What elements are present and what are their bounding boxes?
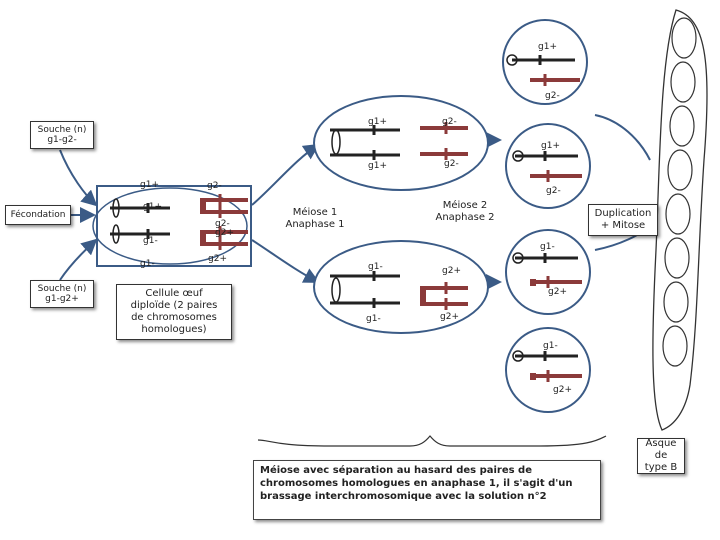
zygote-label-g2m: g2- — [207, 181, 222, 191]
arrow-top-strain — [59, 149, 98, 207]
cell-meiose1-top — [313, 95, 489, 191]
meiose2-line2: Anaphase 2 — [435, 212, 495, 223]
meiose2-label: Méiose 2 Anaphase 2 — [420, 200, 510, 224]
strain-bottom-line1: Souche (n) — [37, 284, 87, 294]
zygote-caption-4: homologues) — [141, 324, 207, 335]
conclusion-box: Méiose avec séparation au hasard des pai… — [253, 460, 601, 520]
fecondation-label: Fécondation — [10, 210, 66, 220]
asque-box: Asque de type B — [637, 438, 685, 474]
zygote-caption-box: Cellule œuf diploïde (2 paires de chromo… — [116, 284, 232, 340]
cell-top-label-g1p-a: g1+ — [368, 117, 387, 127]
zygote-label-g2p: g2+ — [215, 228, 234, 238]
spore-cells — [502, 19, 591, 413]
fecondation-box: Fécondation — [5, 205, 71, 225]
spore-4-g1: g1- — [543, 341, 558, 351]
meiose2-line1: Méiose 2 — [442, 200, 488, 211]
zygote-label-g1p: g1+ — [140, 180, 159, 190]
zygote-label-g1m: g1- — [143, 236, 158, 246]
strain-top-line2: g1-g2- — [47, 135, 77, 145]
arrow-meiose1-bottom — [251, 239, 320, 283]
zygote-label-g1p-b: g1+ — [143, 202, 162, 212]
cell-bottom-label-g2p-a: g2+ — [442, 266, 461, 276]
cell-bottom-label-g1m-a: g1- — [368, 262, 383, 272]
spore-1-g1: g1+ — [538, 42, 557, 52]
zygote-nucleus — [92, 187, 248, 265]
asque-spores — [662, 17, 697, 367]
spore-2-g2: g2- — [546, 186, 561, 196]
asque-outline — [652, 9, 708, 431]
arrow-dup-a — [594, 114, 651, 161]
zygote-caption-3: de chromosomes — [131, 312, 217, 323]
strain-top-box: Souche (n) g1-g2- — [30, 121, 94, 149]
zygote-caption-2: diploïde (2 paires — [130, 300, 218, 311]
cell-top-label-g2m-b: g2- — [444, 159, 459, 169]
spore-3-g2: g2+ — [548, 287, 567, 297]
zygote-chromosomes — [110, 194, 248, 250]
spore-3-g1: g1- — [540, 242, 555, 252]
strain-bottom-line2: g1-g2+ — [45, 294, 79, 304]
spore-4-g2: g2+ — [553, 385, 572, 395]
duplication-line1: Duplication — [594, 208, 652, 219]
meiose1-label: Méiose 1 Anaphase 1 — [270, 207, 360, 231]
arrow-meiose1-top — [251, 143, 320, 206]
duplication-line2: + Mitose — [600, 220, 646, 231]
asque-line1: Asque de — [645, 438, 677, 461]
cell-bottom-label-g2p-b: g2+ — [440, 312, 459, 322]
spore-1-g2: g2- — [545, 91, 560, 101]
zygote-label-g2m-b: g2- — [215, 219, 230, 229]
bracket — [257, 435, 607, 447]
cell-top-label-g1p-b: g1+ — [368, 161, 387, 171]
cell-top-label-g2m-a: g2- — [442, 117, 457, 127]
meiose1-line1: Méiose 1 — [292, 207, 338, 218]
spore-2-g1: g1+ — [541, 141, 560, 151]
strain-top-line1: Souche (n) — [37, 125, 87, 135]
zygote-caption-1: Cellule œuf — [145, 288, 203, 299]
cell-bottom-label-g1m-b: g1- — [366, 314, 381, 324]
duplication-box: Duplication + Mitose — [588, 204, 658, 236]
conclusion-text: Méiose avec séparation au hasard des pai… — [260, 465, 573, 502]
strain-bottom-box: Souche (n) g1-g2+ — [30, 280, 94, 308]
arrow-bottom-strain — [59, 238, 98, 281]
asque-line2: type B — [644, 462, 678, 473]
zygote-label-g1m-b: g1- — [140, 259, 155, 269]
zygote-label-g2p-b: g2+ — [208, 254, 227, 264]
meiose1-line2: Anaphase 1 — [285, 219, 345, 230]
arrows — [59, 114, 653, 290]
